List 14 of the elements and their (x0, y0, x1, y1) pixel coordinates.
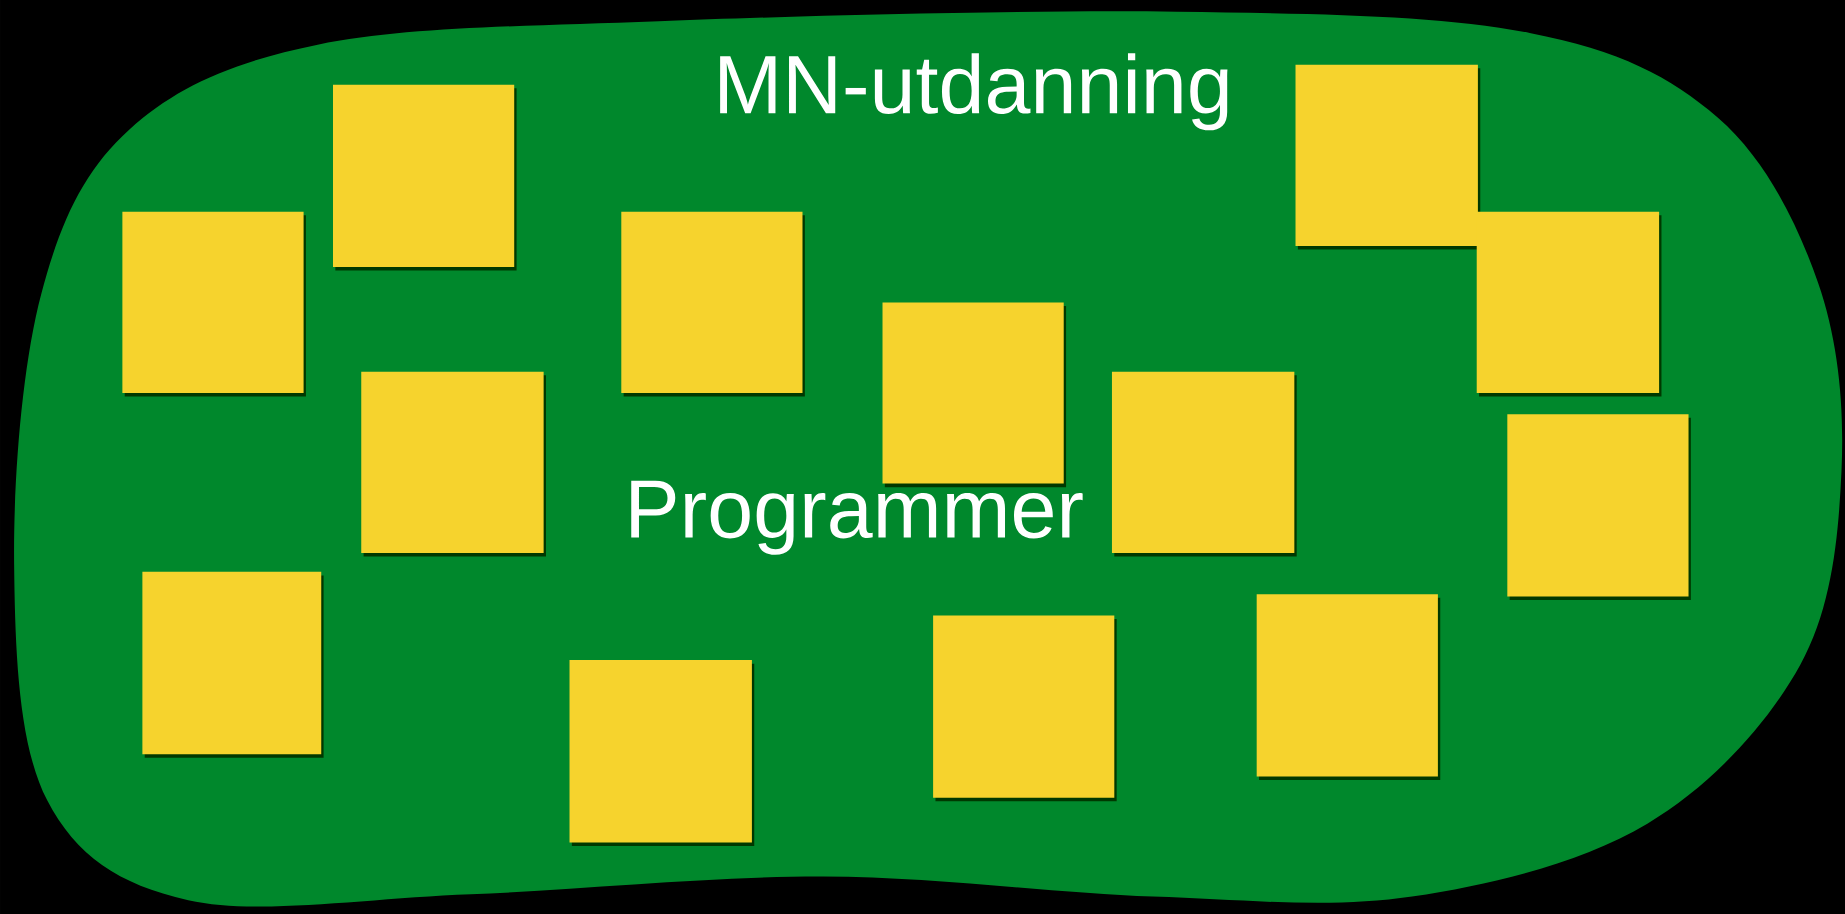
sticky-note (621, 211, 805, 397)
region-label: Programmer (631, 480, 1083, 555)
sticky-note (333, 84, 517, 271)
sticky-note (1295, 64, 1481, 250)
sticky-note (1507, 414, 1691, 600)
sticky-note (122, 211, 306, 397)
sticky-note (1111, 371, 1297, 557)
region-label: MN-utdanning (720, 53, 1228, 131)
sticky-note (361, 371, 546, 557)
sticky-note (569, 660, 755, 846)
sticky-note (933, 615, 1117, 802)
sticky-note (142, 571, 324, 758)
sticky-note (1476, 211, 1662, 397)
sticky-note (1256, 594, 1441, 780)
